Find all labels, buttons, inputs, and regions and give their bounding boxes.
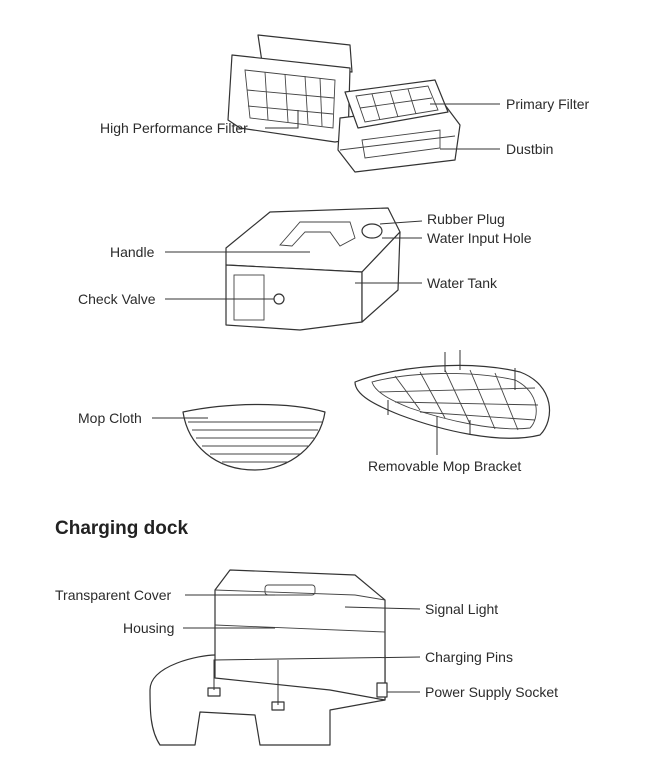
label-dustbin: Dustbin (506, 141, 554, 157)
charging-dock-drawing (149, 569, 388, 746)
label-removable-mop-bracket: Removable Mop Bracket (368, 458, 522, 474)
section-heading-charging-dock: Charging dock (55, 518, 189, 539)
high-performance-filter-drawing (227, 34, 353, 143)
label-power-supply-socket: Power Supply Socket (425, 684, 559, 700)
label-rubber-plug: Rubber Plug (427, 211, 505, 227)
primary-filter-drawing (344, 79, 449, 129)
label-handle: Handle (110, 244, 155, 260)
label-signal-light: Signal Light (425, 601, 499, 617)
label-mop-cloth: Mop Cloth (78, 410, 142, 426)
label-check-valve: Check Valve (78, 291, 156, 307)
label-water-input-hole: Water Input Hole (427, 230, 532, 246)
label-water-tank: Water Tank (427, 275, 498, 291)
label-charging-pins: Charging Pins (425, 649, 513, 665)
leader-lines (152, 103, 500, 705)
label-primary-filter: Primary Filter (506, 96, 590, 112)
mop-cloth-drawing (182, 403, 326, 471)
mop-bracket-drawing (354, 350, 551, 439)
label-transparent-cover: Transparent Cover (55, 587, 172, 603)
label-high-performance-filter: High Performance Filter (100, 120, 248, 136)
water-tank-drawing (225, 207, 401, 331)
label-housing: Housing (123, 620, 175, 636)
